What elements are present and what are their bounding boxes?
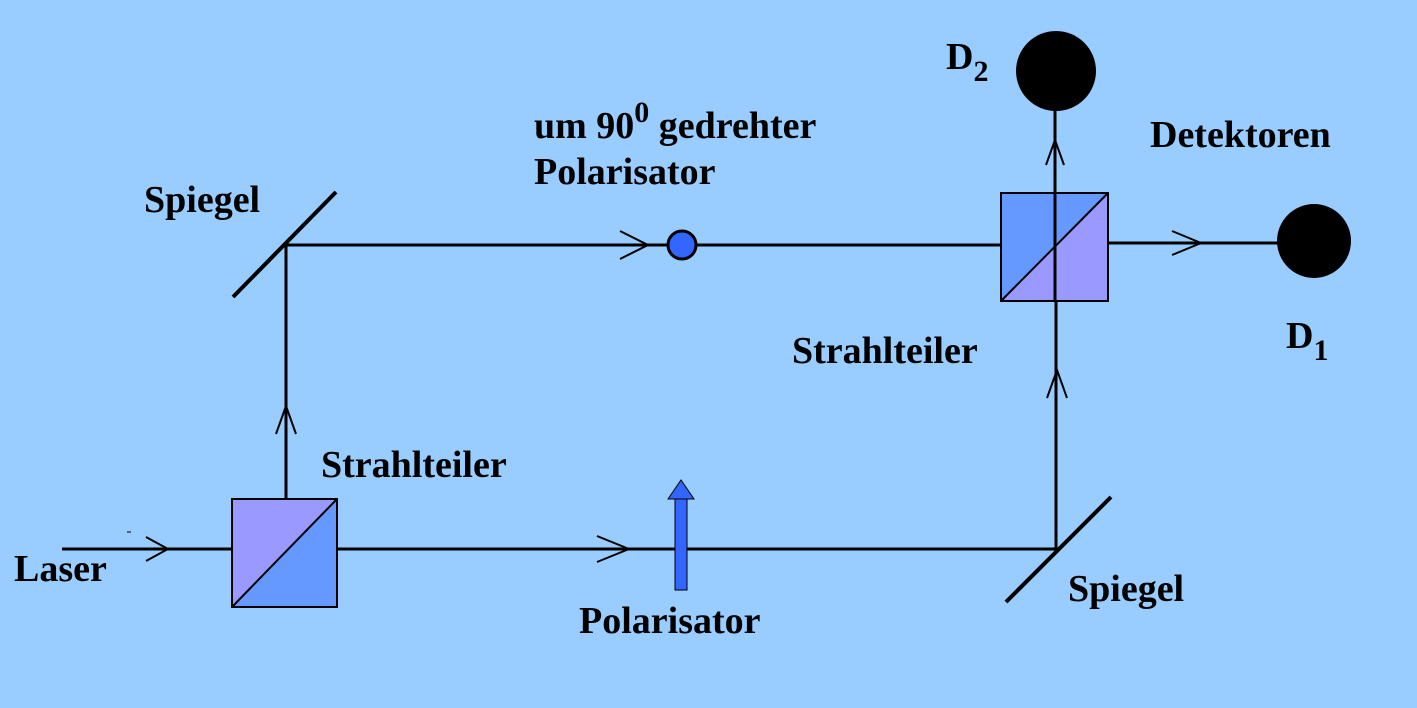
arrow-to-d1	[1171, 230, 1204, 256]
detector-d2-label: D2	[946, 36, 988, 87]
arrow-laser	[145, 536, 171, 562]
polarizer-vertical-icon	[667, 479, 695, 591]
arrow-up-left	[275, 403, 297, 435]
beamsplitter-output	[1000, 192, 1109, 302]
degree-superscript: 0	[634, 96, 650, 129]
rotated-polarizer-line1: um 900 gedrehter	[534, 98, 817, 149]
arrow-top-path	[619, 230, 651, 260]
beamsplitter-input-label: Strahlteiler	[321, 444, 507, 486]
arrow-bottom-path	[596, 535, 632, 563]
detectors-label: Detektoren	[1150, 114, 1331, 156]
detector-d1	[1277, 204, 1351, 278]
detector-d1-label: D1	[1286, 315, 1328, 366]
arrow-up-right	[1046, 367, 1068, 399]
detector-d2-letter: D	[946, 36, 974, 78]
detector-d2-index: 2	[973, 55, 989, 88]
polarizer-label: Polarisator	[579, 600, 761, 642]
beamsplitter-output-label: Strahlteiler	[792, 330, 978, 372]
beamsplitter-input	[231, 498, 338, 608]
detector-d1-index: 1	[1313, 334, 1329, 367]
rotated-polarizer-line2: Polarisator	[534, 151, 716, 194]
polarizer-rotated-icon	[666, 229, 698, 261]
detector-d2	[1016, 31, 1096, 111]
detector-d1-letter: D	[1286, 315, 1314, 357]
rotated-polarizer-label: um 900 gedrehter Polarisator	[534, 98, 817, 196]
laser-label: Laser	[14, 548, 107, 590]
arrow-to-d2	[1045, 137, 1065, 166]
rotated-polarizer-prefix: um 90	[534, 105, 635, 147]
mirror-top-left	[231, 190, 338, 299]
mirror-top-label: Spiegel	[144, 179, 261, 221]
mirror-bottom-right	[1004, 495, 1113, 604]
mirror-bottom-label: Spiegel	[1068, 568, 1185, 610]
rotated-polarizer-suffix: gedrehter	[649, 105, 817, 147]
